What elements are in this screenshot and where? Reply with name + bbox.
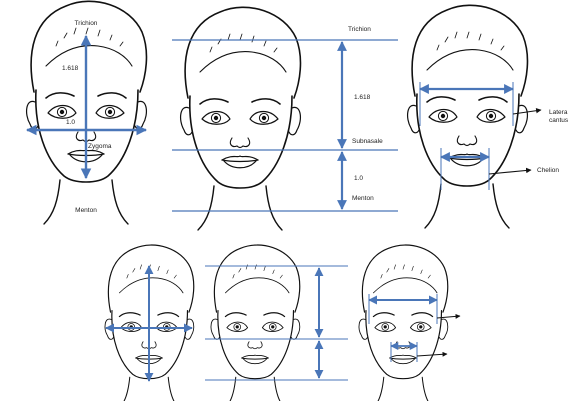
panel3-chelion-label: Chelion xyxy=(537,167,559,174)
panel1-zygoma-label: Zygoma xyxy=(88,143,112,150)
panel1-trichion-label: Trichion xyxy=(75,20,98,27)
panel1-menton-label: Menton xyxy=(75,207,97,214)
panel2-ratio-upper-label: 1.618 xyxy=(354,94,371,101)
face-6 xyxy=(359,245,448,401)
panel6-measurements xyxy=(369,294,460,362)
panel2-subnasale-label: Subnasale xyxy=(352,138,383,145)
panel1-ratio-top-label: 1.618 xyxy=(62,65,79,72)
panel2-measurements xyxy=(172,40,398,211)
panel2-trichion-label: Trichion xyxy=(348,26,371,33)
face-3 xyxy=(408,5,528,228)
face-5 xyxy=(211,245,300,401)
panel2-menton-label: Menton xyxy=(352,195,374,202)
panel4-measurements xyxy=(106,266,192,381)
panel1-measurements xyxy=(27,36,146,178)
panel3-lateral-label-line2: cantus xyxy=(549,117,569,124)
face-2 xyxy=(181,7,301,230)
panel2-ratio-lower-label: 1.0 xyxy=(354,175,363,182)
panel1-ratio-width-label: 1.0 xyxy=(66,119,75,126)
panel3-lateral-label-line1: Latera xyxy=(549,109,568,116)
